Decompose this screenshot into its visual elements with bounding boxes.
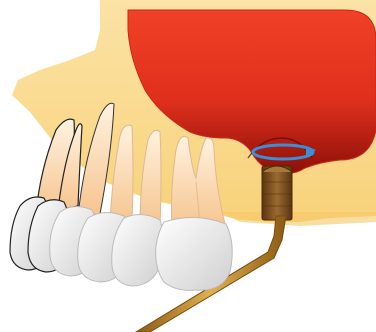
first-molar-crown <box>156 217 233 290</box>
dental-implant <box>262 166 292 220</box>
bone-lower-shadow <box>220 212 376 226</box>
